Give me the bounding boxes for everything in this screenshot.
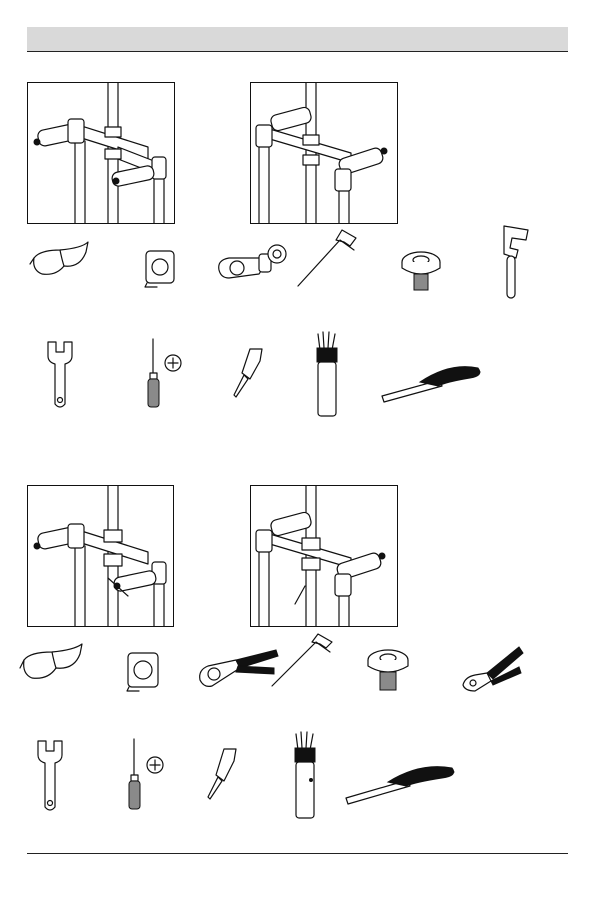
tape-measure-icon xyxy=(125,650,161,692)
sealant-tube-icon xyxy=(206,745,242,803)
installation-diagram-vertical xyxy=(250,82,398,224)
strap-wrench-icon xyxy=(344,762,458,806)
adjustable-wrench-icon xyxy=(45,338,75,410)
installation-diagram-horizontal xyxy=(27,82,175,224)
installation-diagram-horizontal xyxy=(27,485,174,627)
phillips-screwdriver-icon xyxy=(125,737,167,811)
tape-measure-icon xyxy=(143,248,177,288)
footer-rule xyxy=(27,853,568,854)
soldering-torch-icon xyxy=(296,228,360,288)
flux-brush-icon xyxy=(292,730,318,820)
pipe-wrench-icon xyxy=(498,222,534,302)
installation-diagram-vertical xyxy=(250,485,398,627)
flux-brush-icon xyxy=(314,330,340,418)
adjustable-wrench-icon xyxy=(35,737,65,813)
safety-glasses-icon xyxy=(30,238,92,278)
thread-tape-icon xyxy=(400,248,442,294)
soldering-torch-icon xyxy=(270,632,336,688)
pex-cutter-icon xyxy=(196,646,280,692)
sealant-tube-icon xyxy=(232,345,268,401)
tubing-cutter-icon xyxy=(215,240,287,286)
crimp-tool-icon xyxy=(461,645,525,693)
strap-wrench-icon xyxy=(380,362,484,404)
thread-tape-icon xyxy=(366,646,410,696)
phillips-screwdriver-icon xyxy=(144,337,184,409)
safety-glasses-icon xyxy=(20,640,86,682)
header-bar xyxy=(27,27,568,52)
